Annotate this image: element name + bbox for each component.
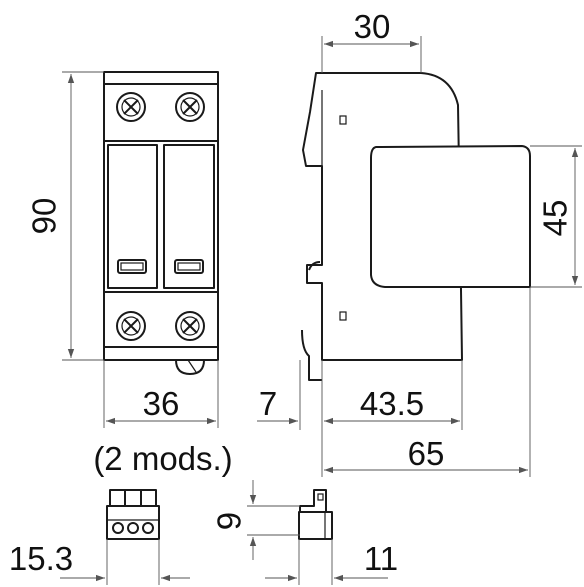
terminal-screw-bottom-right-icon (175, 311, 205, 341)
front-width-note: (2 mods.) (93, 440, 232, 477)
side-front-height-label: 45 (537, 200, 574, 237)
front-left-module (107, 144, 158, 289)
side-rail-clip (301, 329, 322, 381)
terminal-block-side: 9 11 (211, 480, 398, 585)
front-height-label: 90 (26, 198, 63, 235)
front-right-module (163, 144, 215, 289)
terminal-block-front: 15.3 (9, 489, 190, 585)
front-view: 90 36 (2 mods.) (26, 71, 233, 477)
right-status-window-inner (177, 262, 201, 271)
terminal-hole-3-icon (142, 522, 154, 534)
terminal-height-label: 9 (211, 512, 248, 530)
left-status-window (117, 259, 147, 274)
side-top-width-label: 30 (354, 8, 391, 45)
side-plug-module (370, 145, 531, 288)
right-status-window (174, 259, 204, 274)
terminal-screw-top-right-icon (175, 92, 205, 122)
side-rail-label: 7 (259, 385, 277, 422)
side-body-depth-label: 43.5 (360, 385, 424, 422)
terminal-hole-2-icon (127, 522, 139, 534)
side-vent-bottom (339, 311, 347, 321)
terminal-screw-top-left-icon (116, 92, 146, 122)
din-clip-tab (175, 359, 205, 375)
terminal-depth-label: 11 (364, 540, 398, 577)
side-vent-top (339, 115, 347, 125)
side-view: 30 45 7 43.5 65 (257, 8, 582, 477)
terminal-screw-bottom-left-icon (116, 311, 146, 341)
din-clip-mark (187, 359, 197, 373)
side-total-depth-label: 65 (408, 435, 445, 472)
left-status-window-inner (120, 262, 144, 271)
terminal-hole-1-icon (112, 522, 124, 534)
terminal-block-top (109, 489, 157, 507)
terminal-width-label: 15.3 (9, 540, 73, 577)
front-width-label: 36 (143, 385, 180, 422)
terminal-side-body (298, 511, 333, 540)
terminal-side-top (299, 489, 327, 513)
side-rail-hook (308, 261, 321, 271)
